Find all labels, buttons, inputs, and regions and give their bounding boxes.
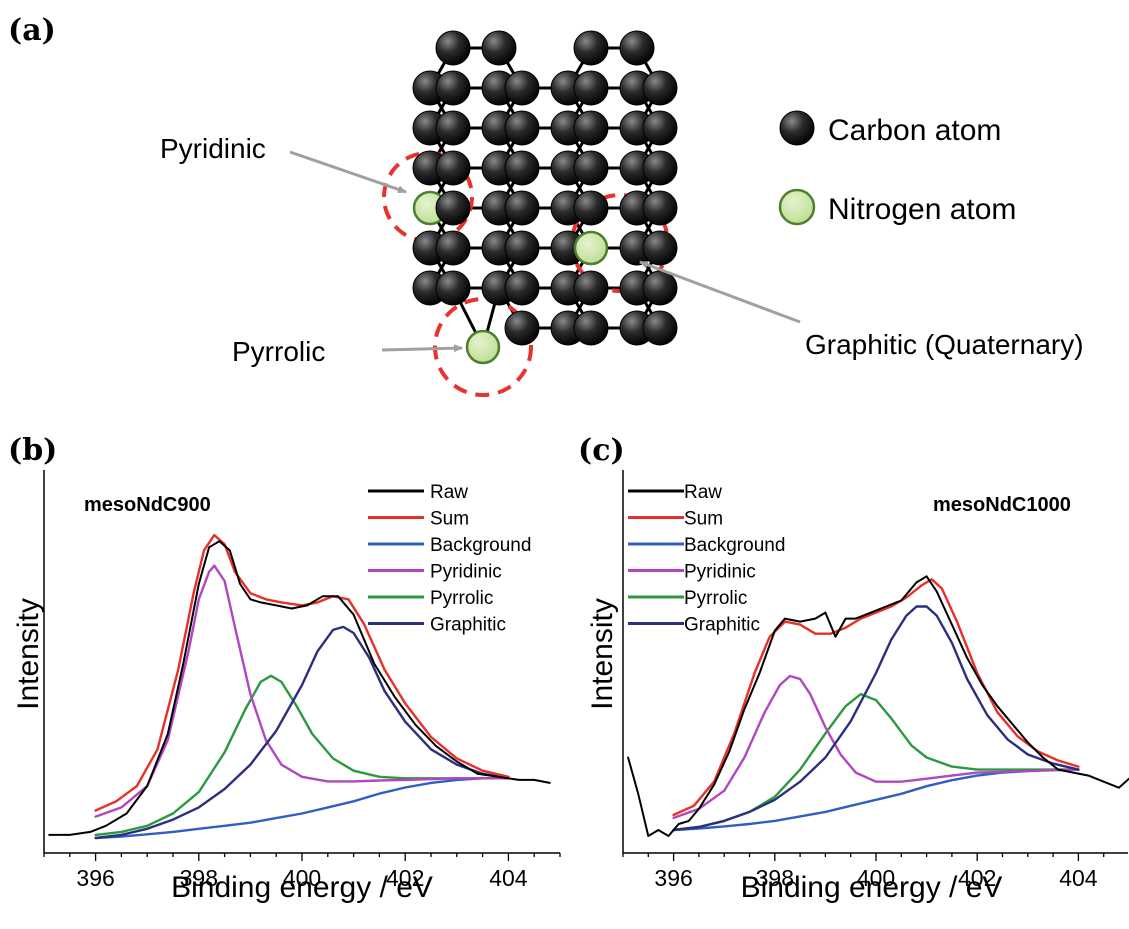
- series-line-graphitic: [672, 605, 1080, 832]
- graphitic-label: Graphitic (Quaternary): [805, 329, 1084, 360]
- pyridinic-label: Pyridinic: [160, 133, 266, 164]
- legend-label-pyridinic: Pyridinic: [684, 562, 756, 583]
- series-line-sum: [94, 533, 510, 812]
- x-tick-label: 402: [386, 865, 424, 891]
- carbon-atom: [573, 70, 609, 106]
- series-line-background: [672, 768, 1080, 832]
- carbon-atom: [504, 190, 540, 226]
- pointer-arrow: [289, 150, 407, 194]
- x-tick-label: 402: [958, 865, 996, 891]
- sample-label: mesoNdC900: [84, 494, 211, 516]
- nitrogen-atom: [465, 329, 501, 365]
- x-tick-label: 400: [283, 865, 321, 891]
- panel-label-a: (a): [8, 13, 56, 48]
- legend-label-background: Background: [430, 535, 531, 556]
- legend-label-pyridinic: Pyridinic: [430, 562, 502, 583]
- carbon-atom: [504, 110, 540, 146]
- y-axis-title: Intensity: [12, 598, 45, 710]
- panel-label-b: (b): [8, 433, 57, 468]
- pointer-arrow: [639, 260, 801, 324]
- carbon-atom: [435, 150, 471, 186]
- carbon-atom: [573, 190, 609, 226]
- legend-label-raw: Raw: [684, 482, 722, 503]
- carbon-atom: [573, 310, 609, 346]
- carbon-atom: [504, 310, 540, 346]
- carbon-atom: [435, 30, 471, 66]
- series-line-pyrrolic: [94, 674, 510, 837]
- panel-label-c: (c): [578, 433, 625, 468]
- carbon-atom: [642, 150, 678, 186]
- carbon-atom: [642, 70, 678, 106]
- legend-label-sum: Sum: [430, 509, 469, 530]
- schematic-legend: Carbon atom Nitrogen atom: [778, 110, 1016, 226]
- carbon-atom: [642, 190, 678, 226]
- x-tick-label: 404: [489, 865, 528, 891]
- dopant-highlight-ring: [433, 297, 533, 397]
- sample-label: mesoNdC1000: [933, 494, 1071, 516]
- x-tick-label: 398: [756, 865, 794, 891]
- nitrogen-atom-legend-label: Nitrogen atom: [828, 193, 1016, 226]
- carbon-atom: [481, 30, 517, 66]
- x-tick-label: 400: [857, 865, 895, 891]
- carbon-atom: [435, 270, 471, 306]
- carbon-atom: [573, 150, 609, 186]
- x-tick-label: 396: [76, 865, 114, 891]
- carbon-atom: [504, 150, 540, 186]
- carbon-atom: [642, 270, 678, 306]
- nitrogen-doped-graphene-schematic: Pyridinic Pyrrolic Graphitic (Quaternary…: [160, 30, 1084, 397]
- carbon-atom: [435, 190, 471, 226]
- legend-label-background: Background: [684, 535, 785, 556]
- carbon-atom-legend-label: Carbon atom: [828, 114, 1001, 147]
- series-line-pyridinic: [672, 674, 1080, 820]
- nitrogen-atom-legend-icon: [778, 188, 816, 226]
- carbon-atom: [504, 270, 540, 306]
- legend-label-graphitic: Graphitic: [684, 615, 760, 636]
- x-axis-title: Binding energy / eV: [171, 871, 433, 904]
- carbon-atom: [435, 70, 471, 106]
- carbon-atom: [619, 30, 655, 66]
- x-tick-label: 398: [180, 865, 218, 891]
- y-axis-title: Intensity: [586, 598, 619, 710]
- legend-label-graphitic: Graphitic: [430, 615, 506, 636]
- series-line-raw: [48, 540, 551, 836]
- carbon-atom-legend-icon: [779, 110, 815, 146]
- x-axis-title: Binding energy / eV: [741, 871, 1003, 904]
- carbon-atom: [435, 110, 471, 146]
- carbon-atom: [504, 230, 540, 266]
- series-line-pyridinic: [94, 564, 510, 818]
- x-tick-label: 404: [1059, 865, 1098, 891]
- carbon-atom: [573, 270, 609, 306]
- legend-label-pyrrolic: Pyrrolic: [684, 588, 747, 609]
- chart-b: 396 398 400 402 404 Binding energy / eV Intens…: [12, 470, 561, 904]
- legend-label-raw: Raw: [430, 482, 468, 503]
- dopant-arrows: [289, 150, 801, 353]
- carbon-atom: [642, 310, 678, 346]
- x-tick-label: 396: [654, 865, 692, 891]
- carbon-atom: [573, 30, 609, 66]
- series-line-raw: [627, 575, 1129, 837]
- lattice-atoms: [412, 30, 678, 365]
- pointer-arrow: [381, 344, 463, 353]
- carbon-atom: [504, 70, 540, 106]
- series-line-pyrrolic: [672, 692, 1080, 832]
- pyrrolic-label: Pyrrolic: [232, 336, 325, 367]
- carbon-atom: [573, 110, 609, 146]
- legend-label-sum: Sum: [684, 509, 723, 530]
- series-line-graphitic: [94, 625, 510, 840]
- nitrogen-atom: [573, 230, 609, 266]
- chart-c: 396 398 400 402 404 Binding energy / eV Intens…: [586, 470, 1129, 904]
- carbon-atom: [642, 230, 678, 266]
- series-line-background: [94, 777, 510, 840]
- carbon-atom: [642, 110, 678, 146]
- series-line-sum: [672, 578, 1080, 817]
- carbon-atom: [435, 230, 471, 266]
- legend-label-pyrrolic: Pyrrolic: [430, 588, 493, 609]
